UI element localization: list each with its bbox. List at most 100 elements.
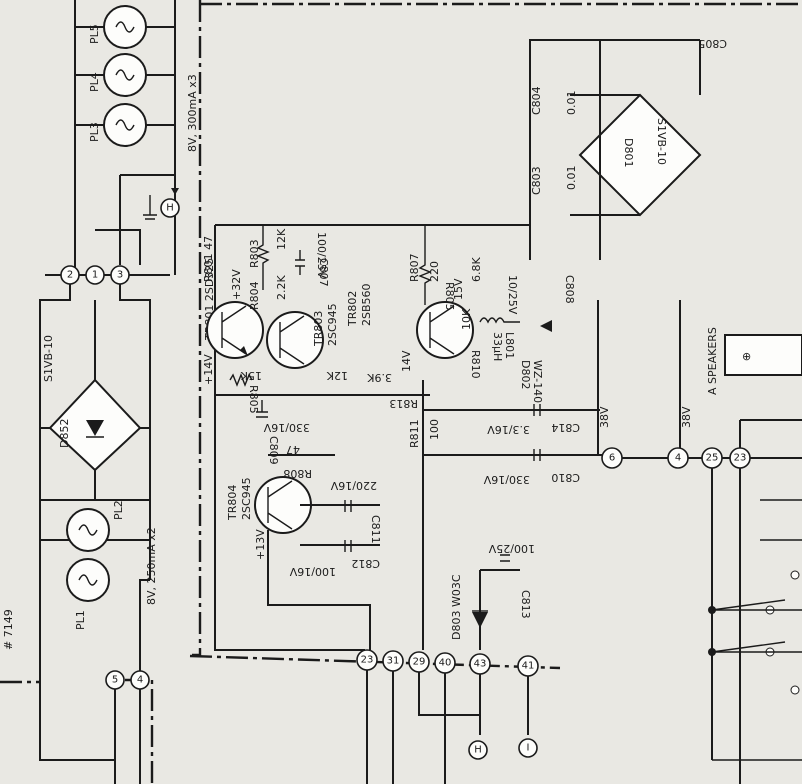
pin-3: 3 [110, 265, 130, 285]
tr802-part: 2SB560 [360, 283, 373, 326]
terminal-label: 6 [609, 453, 615, 464]
diode-icon [86, 420, 104, 436]
lamp-rating-bottom: 8V, 250mA x2 [145, 527, 158, 605]
resistor-r803 [256, 225, 270, 290]
capacitor-c811-c812 [344, 500, 352, 552]
right-rails [529, 40, 701, 260]
r811-ref: R811 [408, 419, 421, 448]
flag-i-bottom: I [518, 738, 538, 758]
terminal-label: 25 [706, 453, 719, 464]
tr803-ref: TR803 [312, 311, 325, 347]
lamp-label: PL5 [88, 24, 101, 44]
lamp-rating-top: 8V, 300mA x3 [186, 74, 199, 152]
zener-icon [540, 320, 552, 332]
c805-ref: C805 [698, 37, 727, 50]
terminal-23-right: 23 [729, 447, 751, 469]
resistor-r805 [229, 373, 253, 387]
r810-ref: R808 [283, 467, 312, 480]
c812-value: 100/16V [289, 565, 336, 578]
r811-value: 100 [428, 419, 441, 440]
c810-value: 330/16V [483, 473, 530, 486]
r804-value: 2.2K [275, 275, 288, 300]
r805-value: 15K [240, 369, 262, 382]
c811-ref: C811 [369, 515, 382, 544]
terminal-label: 40 [439, 658, 452, 669]
c808-ref: C808 [563, 275, 576, 304]
rail-38v-wires [597, 300, 681, 456]
flag-label: H [166, 203, 174, 214]
speakers-label: A SPEAKERS [706, 327, 719, 395]
voltage-r807: 15V [452, 278, 465, 300]
terminal-25: 25 [701, 447, 723, 469]
terminal-leads [366, 670, 529, 784]
c813-value: 100/25V [488, 542, 535, 555]
c809-ref: C809 [267, 436, 280, 465]
flag-h-bottom: H [468, 740, 488, 760]
r807-value: 220 [428, 261, 441, 282]
transistor-tr802 [416, 301, 474, 359]
lower-pin-wires [39, 579, 150, 761]
pin-label: 2 [67, 270, 73, 281]
voltage-tr801-c: +32V [230, 269, 243, 300]
terminal-4: 4 [667, 447, 689, 469]
lamp-label: PL4 [88, 72, 101, 92]
flag-label: H [474, 745, 482, 756]
c811-value: 220/16V [330, 479, 377, 492]
arrow-icon [171, 188, 179, 195]
terminal-41: 41 [517, 655, 539, 677]
coil-l801 [479, 317, 520, 324]
lamp-pl2: PL2 [66, 500, 125, 552]
voltage-tr804-e: +13V [254, 529, 267, 560]
speaker-switch [708, 499, 802, 761]
bridge-wire-l [39, 284, 71, 500]
pin-1: 1 [85, 265, 105, 285]
r810-value: 47 [286, 443, 300, 456]
cap-wires [423, 409, 600, 456]
c804-value: 0.01 [565, 91, 578, 116]
terminal-label: 4 [675, 453, 681, 464]
capacitor-c813 [500, 554, 510, 562]
r803-label: R803 [248, 239, 261, 268]
supply-rail-left [214, 225, 365, 651]
bridge-leads [40, 300, 150, 500]
diode-d803-icon [472, 612, 488, 628]
speaker-wires [711, 419, 802, 784]
lamp-pl3: PL3 [88, 103, 147, 147]
tr802-ref: TR802 [346, 291, 359, 327]
l801-ref: L801 [503, 332, 516, 359]
pin-leads [114, 689, 141, 784]
terminal-23: 23 [356, 649, 378, 671]
r803-value: 12K [275, 228, 288, 250]
lamp-label: PL3 [88, 122, 101, 142]
pin-label: 3 [117, 270, 123, 281]
capacitor-c809 [256, 400, 268, 418]
c807-value: 100/25V [315, 232, 328, 279]
capacitor-c814 [533, 404, 541, 416]
pin1-wire [95, 229, 141, 265]
c814-ref: C814 [551, 421, 580, 434]
r813-ref: R813 [389, 397, 418, 410]
tr804-ref: TR804 [226, 485, 239, 521]
bridge-ref: D852 [58, 419, 71, 448]
r813-value: 3.9K [367, 371, 392, 384]
c804-ref: C804 [530, 86, 543, 115]
d803-label: D803 W03C [450, 574, 463, 640]
r805-ref: R805 [247, 385, 260, 414]
flag-h-top: H [160, 198, 180, 218]
transistor-tr803 [266, 311, 324, 369]
c809-value: 330/16V [263, 421, 310, 434]
flag-label: I [527, 743, 530, 754]
terminal-29: 29 [408, 651, 430, 673]
bridge-d801 [578, 93, 702, 217]
bridge-wire-r [119, 284, 151, 500]
speaker-connector [724, 334, 802, 376]
terminal-label: 31 [387, 656, 400, 667]
transistor-tr801 [206, 301, 264, 359]
terminal-label: 41 [522, 661, 535, 672]
transistor-tr804 [254, 476, 312, 534]
c812-ref: C812 [351, 557, 380, 570]
capacitor-c807 [295, 250, 305, 275]
voltage-38v-a: 38V [598, 406, 611, 428]
